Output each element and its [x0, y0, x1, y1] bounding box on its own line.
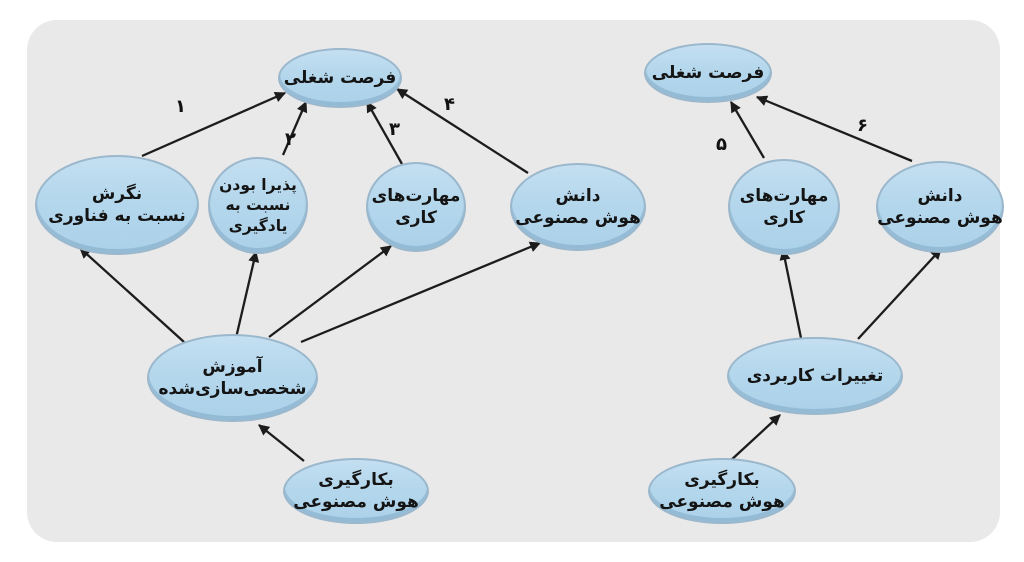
- node-ai-knowledge-right: دانش هوش مصنوعی: [876, 161, 1004, 253]
- edge-label-6: ۶: [857, 115, 868, 136]
- edge-attitude-to-job: [141, 91, 287, 158]
- node-label: فرصت شغلی: [283, 67, 397, 88]
- edge-training-to-knowledge: [300, 241, 542, 344]
- node-label: آموزش: [202, 356, 263, 377]
- diagram-background-panel: [27, 20, 1000, 542]
- node-label: نسبت به: [225, 196, 291, 215]
- node-ai-adoption-right: بکارگیری هوش مصنوعی: [648, 458, 796, 524]
- node-label: فرصت شغلی: [651, 62, 765, 83]
- edge-adoption-to-training: [258, 424, 305, 462]
- node-job-opportunity-right: فرصت شغلی: [644, 43, 772, 103]
- node-label: هوش مصنوعی: [659, 492, 785, 512]
- node-label: مهارت‌های: [371, 185, 461, 206]
- node-label: یادگیری: [228, 216, 288, 235]
- edge-adoption-to-changes: [728, 414, 781, 463]
- node-label: هوش مصنوعی: [877, 208, 1003, 228]
- node-label: بکارگیری: [684, 469, 760, 490]
- node-label: بکارگیری: [318, 469, 394, 490]
- edge-label-3: ۳: [389, 119, 400, 140]
- node-work-skills-right: مهارت‌های کاری: [728, 159, 840, 255]
- node-ai-adoption-left: بکارگیری هوش مصنوعی: [283, 458, 429, 524]
- edge-training-to-skills: [268, 245, 392, 338]
- node-label: شخصی‌سازی‌شده: [158, 379, 307, 399]
- edge-changes-to-skills: [779, 248, 803, 339]
- node-label: پذیرا بودن: [219, 176, 297, 195]
- edge-knowledge-to-job-right: [755, 95, 913, 163]
- edge-openness-to-job: [281, 100, 308, 156]
- node-label: هوش مصنوعی: [515, 208, 641, 228]
- edge-knowledge-to-job-left: [396, 88, 529, 174]
- node-label: کاری: [763, 208, 805, 228]
- node-label: هوش مصنوعی: [293, 492, 419, 512]
- node-label: دانش: [555, 185, 601, 206]
- node-ai-knowledge-left: دانش هوش مصنوعی: [510, 163, 646, 251]
- node-label: تغییرات کاربردی: [746, 365, 884, 386]
- node-label: دانش: [917, 185, 963, 206]
- edge-skills-to-job-right: [730, 101, 765, 159]
- node-attitude-technology: نگرش نسبت به فناوری: [35, 155, 199, 255]
- node-label: نسبت به فناوری: [48, 206, 186, 226]
- edge-label-5: ۵: [716, 134, 727, 155]
- node-personalized-training: آموزش شخصی‌سازی‌شده: [147, 334, 318, 422]
- node-label: نگرش: [91, 183, 143, 204]
- edge-label-1: ۱: [175, 96, 186, 117]
- edge-training-to-attitude: [79, 247, 185, 343]
- node-label: مهارت‌های: [739, 185, 829, 206]
- edge-changes-to-knowledge: [857, 248, 942, 340]
- node-job-opportunity-left: فرصت شغلی: [278, 48, 402, 108]
- node-work-skills-left: مهارت‌های کاری: [366, 162, 466, 252]
- edge-label-2: ۲: [285, 129, 296, 150]
- node-applied-changes: تغییرات کاربردی: [727, 337, 903, 415]
- node-label: کاری: [395, 208, 437, 228]
- edge-label-4: ۴: [444, 94, 455, 115]
- edge-skills-to-job-left: [365, 101, 404, 165]
- edge-training-to-openness: [234, 250, 260, 339]
- node-openness-learning: پذیرا بودن نسبت به یادگیری: [208, 157, 308, 254]
